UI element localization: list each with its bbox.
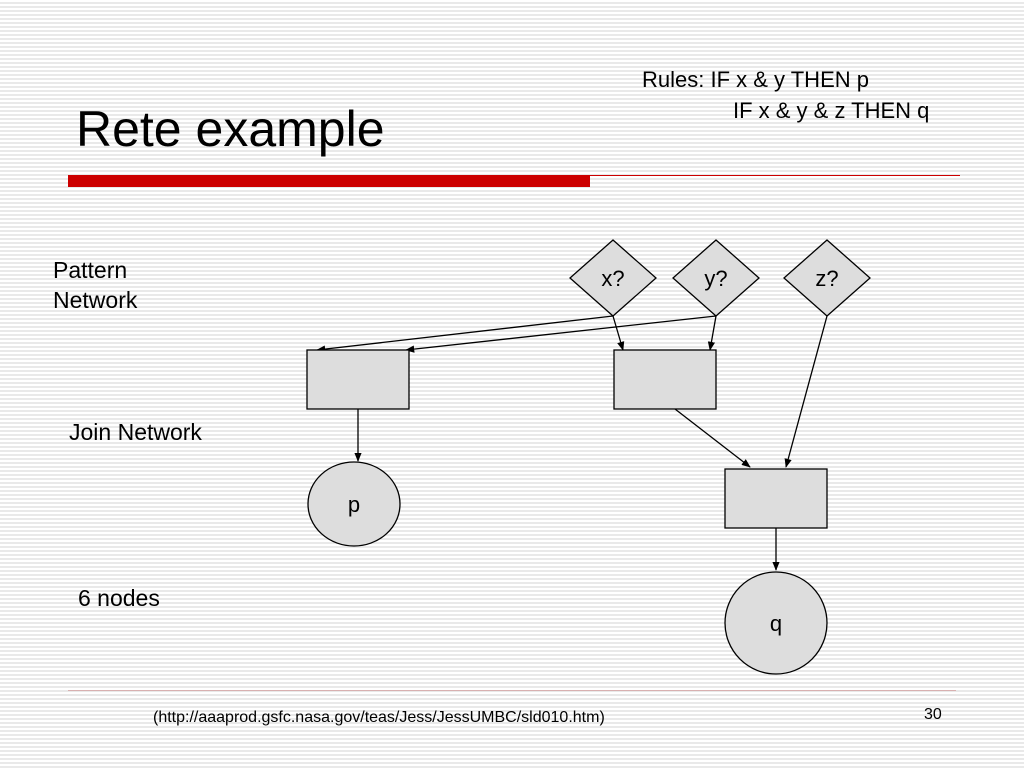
page-number: 30	[924, 706, 942, 723]
pattern-network-label: Pattern Network	[53, 257, 138, 313]
edge-y-to-join1	[405, 315, 717, 353]
terminal-node-q: q	[724, 571, 828, 675]
terminal-node-q-label: q	[770, 611, 782, 636]
edge-x-to-join2	[612, 315, 625, 351]
pattern-node-y-label: y?	[704, 266, 727, 291]
rule-1: Rules: IF x & y THEN p	[642, 67, 869, 92]
source-url: (http://aaaprod.gsfc.nasa.gov/teas/Jess/…	[153, 709, 605, 726]
edge-join2-to-join3	[674, 408, 751, 468]
pattern-node-z: z?	[783, 239, 871, 317]
join-network-label: Join Network	[69, 419, 202, 445]
join-node-3	[724, 468, 828, 529]
footer-divider	[68, 690, 956, 691]
pattern-node-z-label: z?	[815, 266, 838, 291]
pattern-node-y: y?	[672, 239, 760, 317]
slide-title: Rete example	[76, 101, 385, 157]
title-underline-line	[590, 175, 960, 176]
join-node-2	[613, 349, 717, 410]
edge-y-to-join2	[707, 315, 717, 351]
rule-2: IF x & y & z THEN q	[733, 98, 930, 123]
pattern-node-x-label: x?	[601, 266, 624, 291]
edge-z-to-join3	[784, 315, 828, 468]
terminal-node-p: p	[307, 461, 401, 547]
terminal-node-p-label: p	[348, 492, 360, 517]
node-count-label: 6 nodes	[78, 585, 160, 611]
title-underline-bar	[68, 175, 590, 187]
rules-text: Rules: IF x & y THEN p IF x & y & z THEN…	[642, 64, 929, 126]
pattern-node-x: x?	[569, 239, 657, 317]
edge-x-to-join1	[316, 315, 614, 353]
join-node-1	[306, 349, 410, 410]
